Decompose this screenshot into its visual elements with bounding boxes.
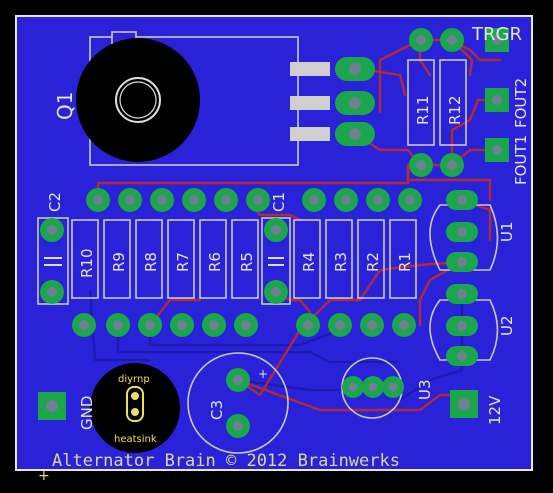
gnd-label: GND [78,396,96,430]
r11-r12 [407,59,467,146]
fout2-label: FOUT2 [512,78,530,128]
u1-label: U1 [498,221,516,242]
resistor-labels: R10 R9 R8 R7 R6 R5 R4 R3 R2 R1 [78,248,414,278]
r2-label: R2 [364,252,382,272]
r11-label: R11 [414,95,432,125]
u1-u2-outlines [429,204,499,361]
r6-label: R6 [206,252,224,272]
q1-regulator [76,31,375,166]
c3-label: C3 [208,400,226,420]
u2-label: U2 [498,315,516,336]
heatsink-text: heatsink [114,434,157,445]
origin-marker: + [38,468,50,484]
r8-label: R8 [142,252,160,272]
c3-plus: + [258,367,268,381]
heatsink-badge: diyrnp heatsink [90,363,180,453]
q1-heatsink-body [76,38,200,162]
r12-label: R12 [446,95,464,125]
r3-label: R3 [332,252,350,272]
r7-label: R7 [174,252,192,272]
connector-pads [38,28,509,420]
c2-capacitor [37,217,69,305]
drill-holes [46,35,502,431]
q1-label: Q1 [53,92,77,120]
resistor-bank [71,219,417,299]
fout1-label: FOUT1 [512,135,530,185]
r5-label: R5 [238,252,256,272]
trgr-label: TRGR [471,24,522,45]
board-title: Alternator Brain © 2012 Brainwerks [52,451,400,471]
12v-label: 12V [486,395,504,425]
c1-label: C1 [270,192,288,212]
c3-capacitor [187,352,289,454]
r10-label: R10 [78,248,96,278]
r4-label: R4 [300,252,318,272]
r9-label: R9 [110,252,128,272]
q1-pads [335,57,375,146]
diyrnp-text: diyrnp [118,374,150,385]
u3-label: U3 [416,379,434,400]
r1-label: R1 [396,252,414,272]
c2-label: C2 [46,192,64,212]
